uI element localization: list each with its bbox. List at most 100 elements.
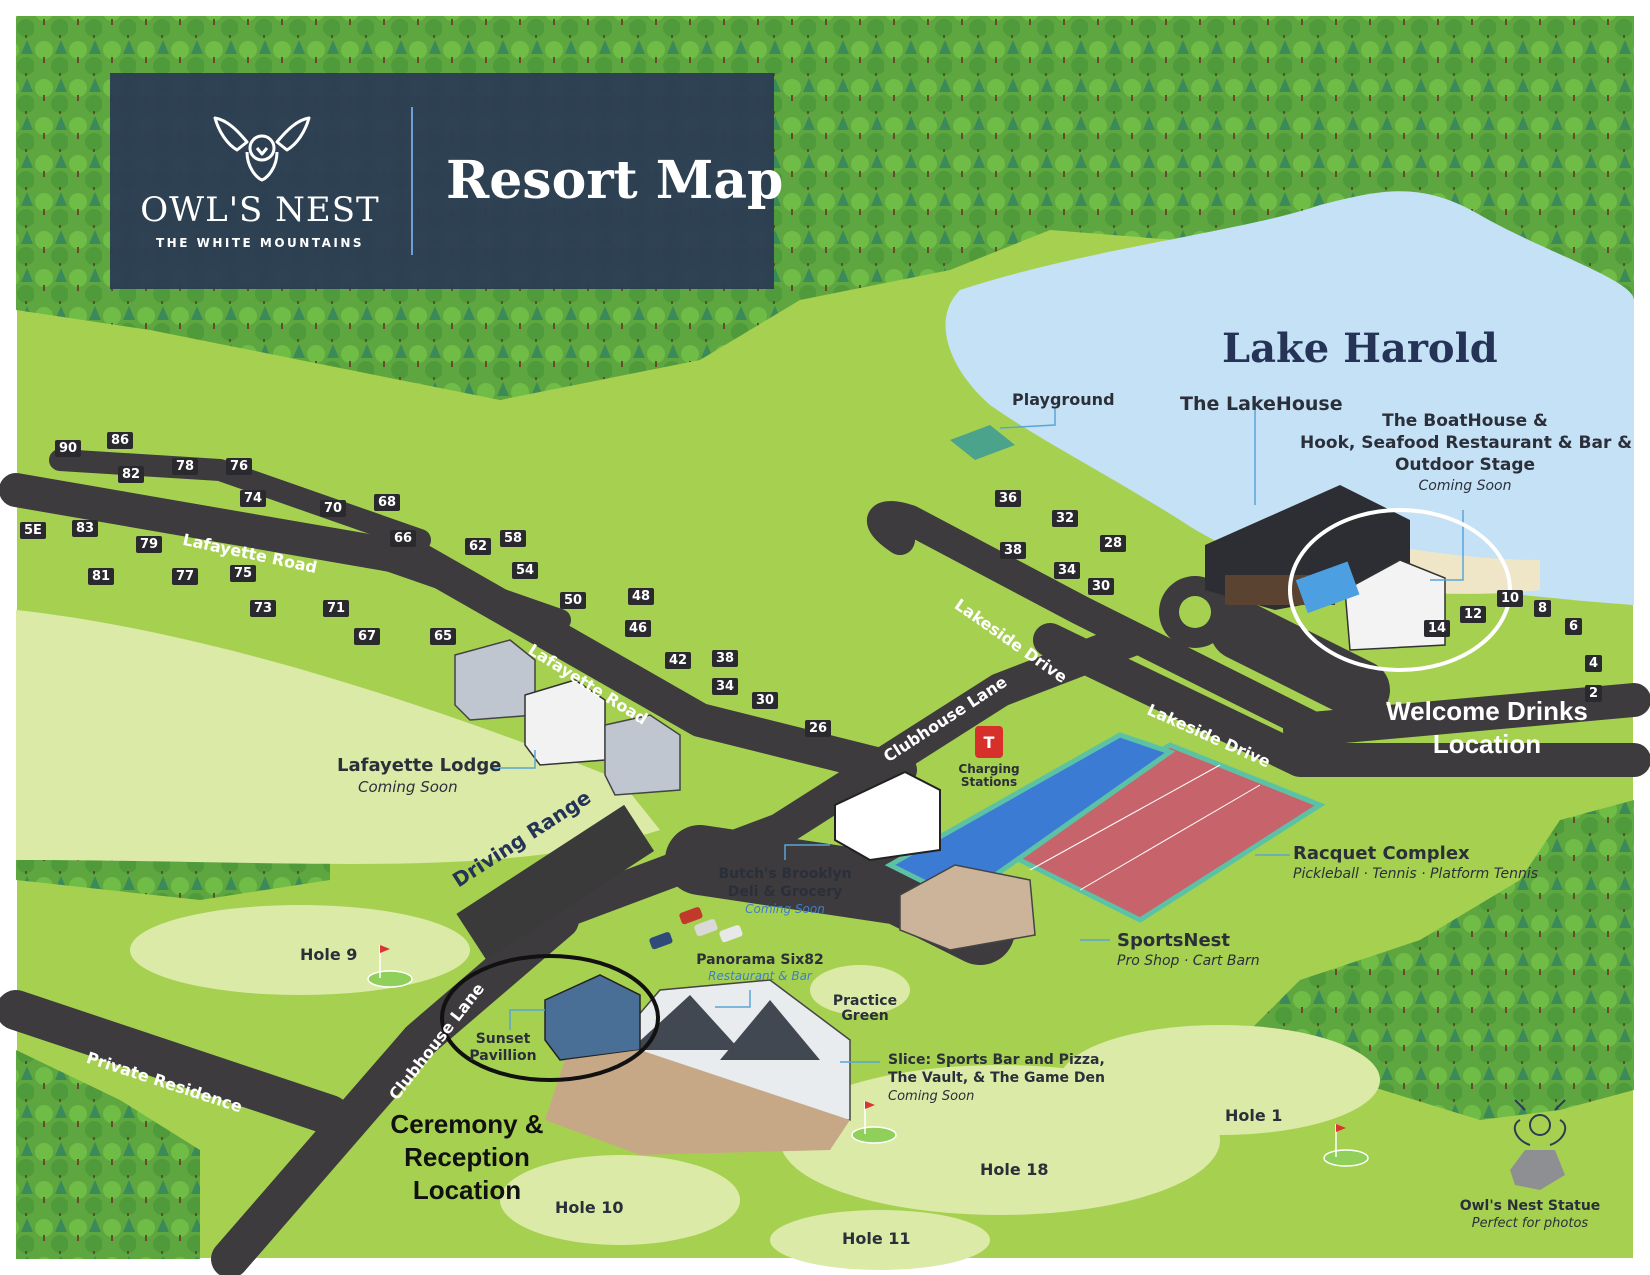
ceremony-line-3: Location <box>412 1175 522 1205</box>
practice-line-1: Practice <box>832 993 898 1009</box>
welcome-line-1: Welcome Drinks <box>1386 696 1588 726</box>
ceremony-line-2: Reception <box>404 1142 530 1172</box>
forest-bottom-left <box>16 1050 200 1259</box>
fairway-practice <box>810 965 910 1015</box>
racquet-complex-label[interactable]: Racquet Complex <box>1293 843 1470 864</box>
title-divider <box>411 107 413 255</box>
boathouse-building <box>1344 559 1446 651</box>
lafayette-lodge-label[interactable]: Lafayette Lodge <box>337 755 502 776</box>
racquet-platform-tennis: Platform Tennis <box>1429 866 1539 882</box>
fairway-hole10 <box>500 1155 740 1245</box>
lakeside-drive-lower <box>1033 623 1650 777</box>
lot-number-badge: 66 <box>390 530 417 547</box>
driving-range-mats <box>456 804 655 960</box>
sportsnest-sub: Pro Shop · Cart Barn <box>1117 953 1260 969</box>
playground-area <box>950 425 1015 460</box>
car <box>719 925 743 943</box>
hole-10-label: Hole 10 <box>555 1198 624 1217</box>
owls-nest-statue-rock <box>1510 1150 1565 1190</box>
racquet-pickleball: Pickleball <box>1293 866 1359 882</box>
lot-number-badge: 48 <box>628 588 655 605</box>
slice-line-1: Slice: Sports Bar and Pizza, <box>888 1052 1105 1068</box>
private-residence-road <box>0 990 350 1135</box>
lot-number-badge: 73 <box>250 600 277 617</box>
lot-number-badge: 5E <box>20 522 46 539</box>
car <box>694 919 718 937</box>
lafayette-spur-1 <box>49 449 431 551</box>
slice-line-2: The Vault, & The Game Den <box>888 1070 1105 1086</box>
lot-number-badge: 62 <box>465 538 492 555</box>
lot-number-badge: 77 <box>172 568 199 585</box>
butchs-note: Coming Soon <box>745 902 825 916</box>
forest-right <box>1250 800 1634 1120</box>
lakeside-drive-upper <box>867 501 1335 745</box>
lot-number-badge: 71 <box>323 600 350 617</box>
lafayette-lodge-building-3 <box>604 714 681 796</box>
sunset-line-1: Sunset <box>475 1031 531 1047</box>
lake-harold <box>945 191 1634 605</box>
brand-name: OWL'S NEST <box>140 190 380 230</box>
welcome-line-2: Location <box>1432 729 1542 759</box>
lot-number-badge: 78 <box>172 458 199 475</box>
butchs-deli-label[interactable]: Butch's Brooklyn Deli & Grocery <box>715 865 855 901</box>
practice-line-2: Green <box>841 1008 889 1024</box>
lakehouse-label[interactable]: The LakeHouse <box>1180 393 1343 415</box>
lot-number-badge: 12 <box>1460 606 1487 623</box>
slice-note: Coming Soon <box>888 1089 975 1104</box>
panorama-label[interactable]: Panorama Six82 <box>696 952 824 968</box>
lot-number-badge: 14 <box>1424 620 1451 637</box>
ceremony-circle <box>440 954 660 1082</box>
boathouse-label[interactable]: The BoatHouse & Hook, Seafood Restaurant… <box>1300 410 1632 476</box>
sunset-pavillion-label[interactable]: Sunset Pavillion <box>468 1031 538 1065</box>
deli-building <box>834 770 941 862</box>
hole-9-label: Hole 9 <box>300 945 358 964</box>
racquet-sub: Pickleball · Tennis · Platform Tennis <box>1293 866 1539 882</box>
car <box>649 932 673 950</box>
lot-number-badge: 76 <box>226 458 253 475</box>
charging-line-1: Charging <box>958 762 1020 776</box>
lot-number-badge: 68 <box>374 494 401 511</box>
owls-nest-statue-note: Perfect for photos <box>1471 1216 1589 1231</box>
lot-number-badge: 30 <box>1088 578 1115 595</box>
playground-label[interactable]: Playground <box>1012 390 1115 409</box>
hole-18-label: Hole 18 <box>980 1160 1049 1179</box>
lot-number-badge: 65 <box>430 628 457 645</box>
owls-nest-statue-label[interactable]: Owl's Nest Statue <box>1459 1198 1601 1214</box>
parking-lot <box>1210 600 1390 720</box>
lot-number-badge: 82 <box>118 466 145 483</box>
map-title: Resort Map <box>446 150 784 211</box>
lot-number-badge: 30 <box>752 692 779 709</box>
sportsnest-label[interactable]: SportsNest <box>1117 930 1231 951</box>
leader-lines <box>490 405 1464 1063</box>
lakeside-right <box>1283 683 1650 747</box>
sportsnest-pro-shop: Pro Shop <box>1117 953 1180 969</box>
lot-number-badge: 50 <box>560 592 587 609</box>
car <box>679 907 703 925</box>
charging-stations-label[interactable]: Charging Stations <box>950 763 1028 789</box>
lot-number-badge: 83 <box>72 520 99 537</box>
slice-label[interactable]: Slice: Sports Bar and Pizza, The Vault, … <box>888 1051 1105 1087</box>
statue-owl-icon <box>1513 1099 1567 1146</box>
lafayette-road-road <box>0 473 917 787</box>
lot-number-badge: 58 <box>500 530 527 547</box>
lot-number-badge: 74 <box>240 490 267 507</box>
boathouse-line-3: Outdoor Stage <box>1394 455 1536 475</box>
lot-number-badge: 34 <box>712 678 739 695</box>
lot-number-badge: 38 <box>712 650 739 667</box>
hole-11-label: Hole 11 <box>842 1229 911 1248</box>
butchs-line-2: Deli & Grocery <box>727 884 843 900</box>
hole-1-label: Hole 1 <box>1225 1106 1283 1125</box>
lot-number-badge: 75 <box>230 565 257 582</box>
brand-subtitle: THE WHITE MOUNTAINS <box>155 236 365 250</box>
lot-number-badge: 26 <box>805 720 832 737</box>
lot-number-badge: 38 <box>1000 542 1027 559</box>
lafayette-lodge-building-1 <box>454 639 536 721</box>
lot-number-badge: 36 <box>995 490 1022 507</box>
fairway-hole11 <box>770 1210 990 1270</box>
practice-green-label[interactable]: Practice Green <box>825 994 905 1024</box>
racquet-tennis: Tennis <box>1372 866 1417 882</box>
welcome-drinks-label: Welcome Drinks Location <box>1378 695 1596 761</box>
green-hole1 <box>1323 1149 1369 1167</box>
ceremony-reception-label: Ceremony & Reception Location <box>372 1108 562 1207</box>
